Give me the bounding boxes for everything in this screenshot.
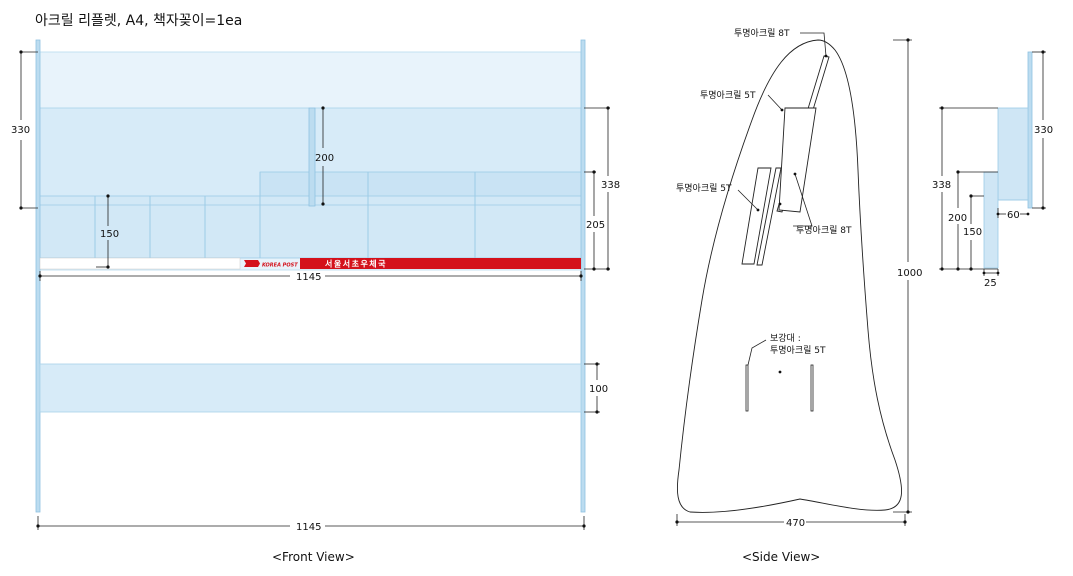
dim-470: 470: [786, 518, 805, 529]
dim-338: 338: [601, 180, 620, 191]
label-8t-right: 투명아크릴 8T: [796, 225, 852, 236]
side-profile-outline: [677, 39, 902, 513]
detail-dim-330: 330: [1034, 125, 1053, 136]
front-view-caption: <Front View>: [272, 550, 355, 564]
dim-1000: 1000: [897, 268, 922, 279]
korea-post-logo-icon: [244, 260, 260, 267]
detail-back-panel: [1027, 51, 1033, 209]
label-5t-mid: 투명아크릴 5T: [700, 90, 756, 101]
label-brace-1: 보강대 :: [770, 333, 801, 344]
banner-white: [39, 257, 241, 270]
dim-150: 150: [100, 229, 119, 240]
page-title: 아크릴 리플렛, A4, 책자꽂이=1ea: [35, 13, 243, 29]
label-5t-left: 투명아크릴 5T: [676, 183, 732, 194]
banner-red: [300, 258, 581, 269]
lower-brace-panel: [39, 363, 582, 413]
acrylic-5t-pocket: [778, 107, 817, 213]
side-view: 투명아크릴 8T 투명아크릴 5T 투명아크릴 5T 투명아크릴 8T 보강대 …: [675, 28, 922, 564]
detail-dim-200: 200: [948, 213, 967, 224]
detail-dim-60: 60: [1007, 210, 1020, 221]
acrylic-5t-lower-pocket: [741, 167, 772, 265]
banner-logo-text: KOREA POST: [262, 263, 298, 269]
dim-1145-top: 1145: [296, 272, 321, 283]
label-8t-top: 투명아크릴 8T: [734, 28, 790, 39]
brace-right: [810, 364, 814, 412]
center-divider: [308, 107, 316, 207]
dim-1145-bottom: 1145: [296, 522, 321, 533]
detail-lower-pocket: [983, 171, 999, 269]
dim-200: 200: [315, 153, 334, 164]
detail-dim-150: 150: [963, 227, 982, 238]
brace-left: [745, 364, 749, 412]
detail-upper-pocket: [997, 107, 1029, 201]
label-brace-2: 투명아크릴 5T: [770, 345, 826, 356]
dim-100: 100: [589, 384, 608, 395]
detail-view: 330 338 200 150 60 25: [932, 50, 1053, 289]
detail-dim-25: 25: [984, 278, 997, 289]
dim-330: 330: [11, 125, 30, 136]
dim-205: 205: [586, 220, 605, 231]
banner-text: 서울서초우체국: [325, 259, 387, 269]
front-view: KOREA POST 서울서초우체국 330 200 150 338 2: [11, 39, 620, 564]
side-view-caption: <Side View>: [742, 550, 820, 564]
detail-dim-338: 338: [932, 180, 951, 191]
acrylic-5t-lower-front: [756, 167, 782, 266]
